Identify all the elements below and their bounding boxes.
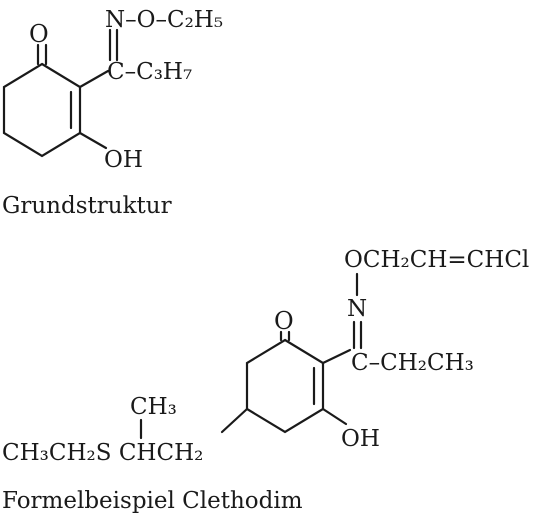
ring-1-bonds bbox=[2, 62, 82, 158]
ketone-1-oxygen: O bbox=[29, 20, 49, 48]
hydroxyl-1-label: OH bbox=[104, 147, 143, 173]
ring-1-to-imine-carbon bbox=[78, 69, 110, 89]
methyl-label: CH₃ bbox=[130, 394, 177, 420]
ring-2-bonds bbox=[245, 338, 325, 434]
clethodim-molecule: OCH₂CH=CHCl N O C–CH₂CH₃ CH₃ CH₃CH₂S CHC… bbox=[2, 247, 529, 514]
oxime-nitrogen: N bbox=[347, 296, 367, 322]
n-ethoxy-group: N–O–C₂H₅ bbox=[105, 7, 223, 33]
ring-2-to-imine-carbon bbox=[321, 348, 352, 365]
ketone-2-oxygen: O bbox=[274, 307, 294, 335]
grundstruktur-caption: Grundstruktur bbox=[2, 193, 172, 219]
propyl-carbon-group: C–C₃H₇ bbox=[107, 59, 192, 85]
oxime-ether-group: OCH₂CH=CHCl bbox=[344, 247, 529, 273]
grundstruktur-molecule: O N–O–C₂H₅ C–C₃H₇ OH Grundstruktur bbox=[2, 7, 223, 219]
ring-2-to-side-chain bbox=[220, 407, 249, 434]
ethylthio-side-chain: CH₃CH₂S CHCH₂ bbox=[2, 440, 203, 466]
ring-2-to-hydroxyl bbox=[321, 407, 348, 426]
hydroxyl-2-label: OH bbox=[341, 426, 380, 452]
ring-1-to-hydroxyl bbox=[78, 131, 108, 150]
clethodim-caption: Formelbeispiel Clethodim bbox=[2, 488, 303, 514]
ethyl-carbon-group: C–CH₂CH₃ bbox=[351, 350, 474, 376]
